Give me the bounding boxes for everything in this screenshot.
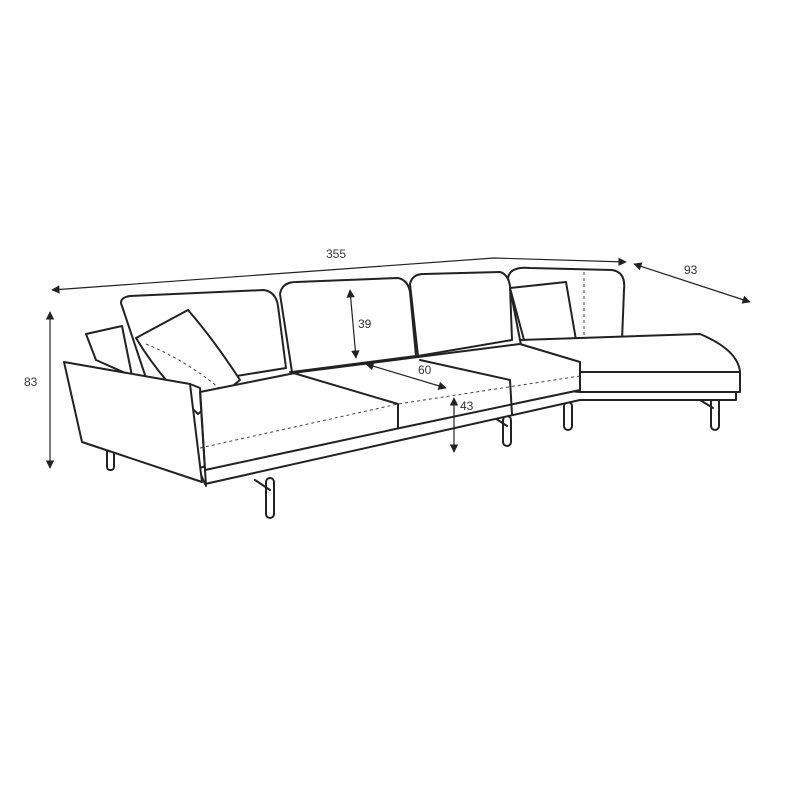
leg-middle	[502, 415, 512, 447]
label-height: 83	[24, 375, 38, 389]
label-backrest: 39	[358, 317, 372, 331]
dimension-line-backrest	[346, 289, 360, 359]
dimension-line-depth	[633, 262, 751, 304]
label-seat-depth: 60	[418, 363, 432, 377]
dimension-lines	[45, 257, 751, 469]
leg-chaise	[710, 397, 720, 431]
dimension-line-width	[51, 257, 627, 294]
back-cushion-right	[409, 271, 513, 357]
seat	[199, 333, 741, 471]
armrest-side-panel	[63, 361, 203, 483]
dimension-line-seat-depth	[365, 362, 447, 390]
pillow-left	[135, 309, 241, 415]
label-width: 355	[326, 247, 346, 261]
leg-front-left	[265, 477, 275, 519]
leg-corner	[563, 401, 573, 431]
dimension-labels: 355 93 83 39 60 43	[24, 247, 698, 413]
label-depth: 93	[684, 263, 698, 277]
left-armrest	[63, 325, 207, 487]
back-cushion-middle	[279, 277, 417, 373]
label-seat-height: 43	[460, 399, 474, 413]
